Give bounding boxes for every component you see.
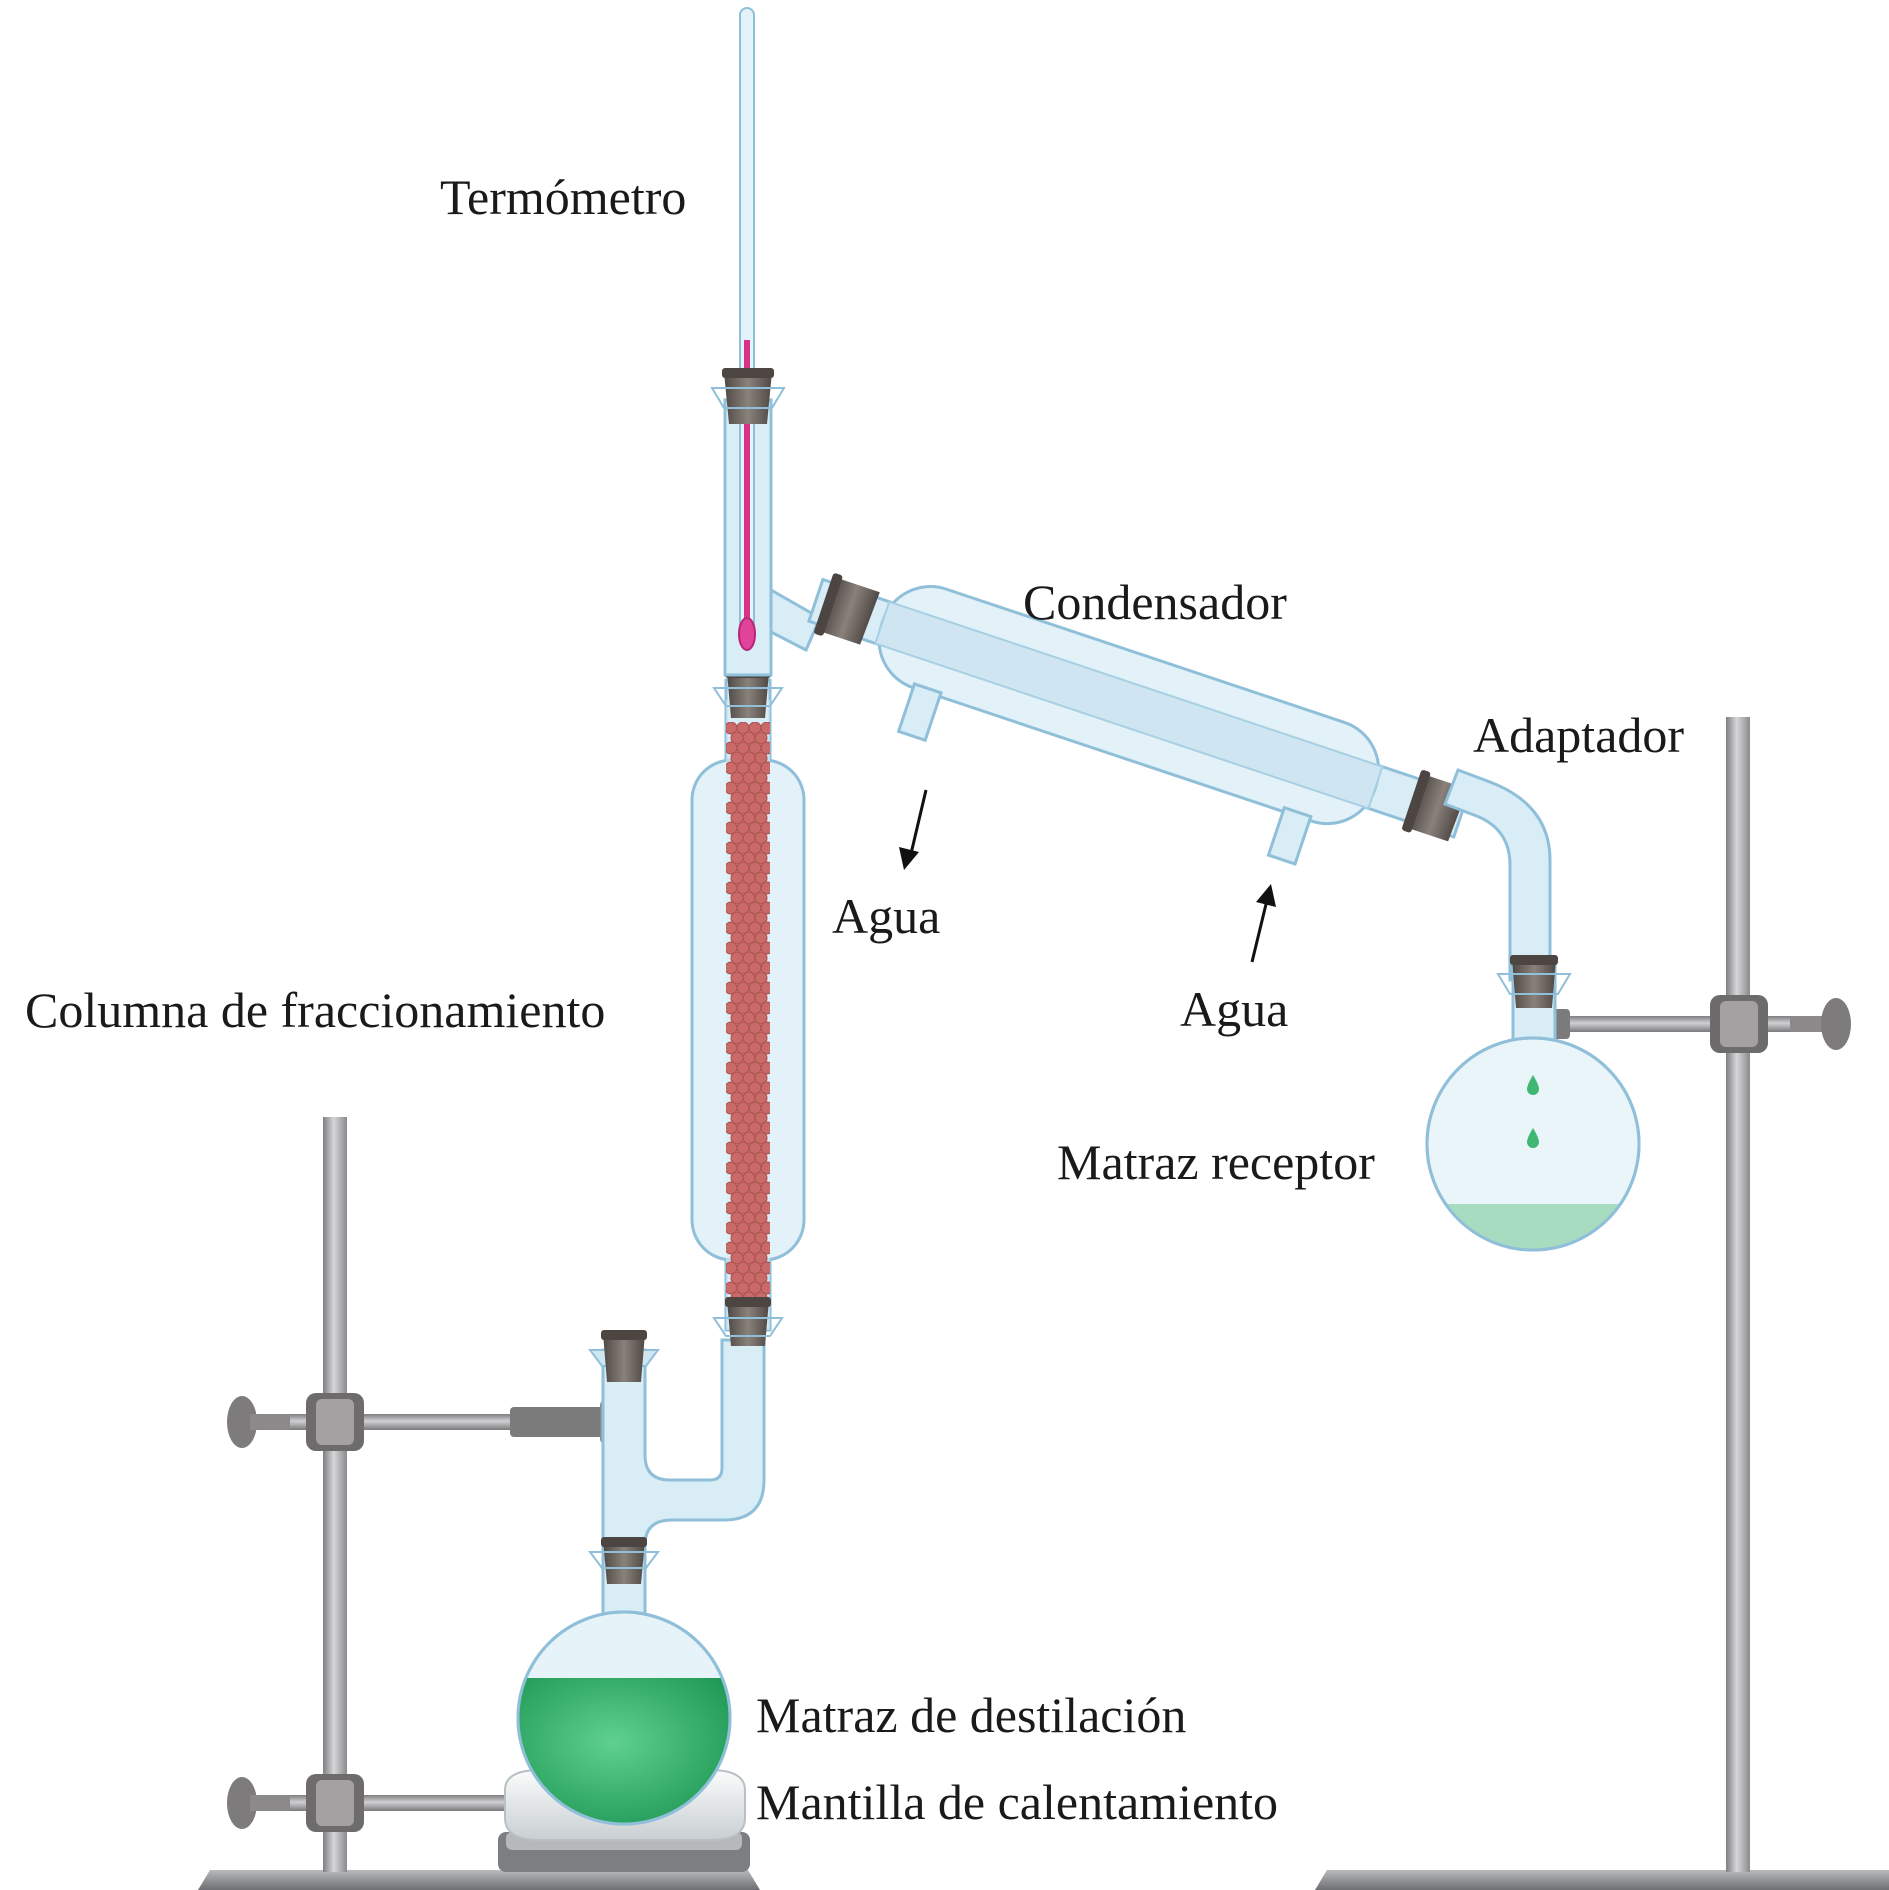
droplet xyxy=(1527,1128,1539,1148)
flask-stopper xyxy=(588,1537,660,1584)
packing-bead xyxy=(760,881,770,895)
packing-bead xyxy=(754,1131,768,1145)
packing-bead xyxy=(760,801,770,815)
packing-bead xyxy=(760,1261,770,1275)
upper-left-clamp xyxy=(227,1393,636,1451)
adapter-label: Adaptador xyxy=(1473,707,1685,763)
packing-bead xyxy=(760,1141,770,1155)
adapter xyxy=(1443,768,1552,982)
packing-bead xyxy=(754,851,768,865)
right-base-plate xyxy=(1315,1870,1889,1890)
packing-bead xyxy=(760,921,770,935)
packing-bead xyxy=(754,1191,768,1205)
packing-bead xyxy=(760,1061,770,1075)
packing-bead xyxy=(760,1001,770,1015)
right-support-rod xyxy=(1726,717,1750,1872)
water-in-label: Agua xyxy=(1180,981,1289,1037)
packing-bead xyxy=(754,991,768,1005)
packing-bead xyxy=(760,1101,770,1115)
packing-bead xyxy=(760,1041,770,1055)
packing-bead xyxy=(754,871,768,885)
condenser-label: Condensador xyxy=(1023,574,1287,630)
packing-bead xyxy=(760,901,770,915)
packing-bead xyxy=(754,1211,768,1225)
packing-bead xyxy=(760,1241,770,1255)
packing-bead xyxy=(760,961,770,975)
column-packing xyxy=(726,722,770,1302)
receiving-flask-label: Matraz receptor xyxy=(1057,1134,1375,1190)
packing-bead xyxy=(754,731,768,745)
packing-bead xyxy=(754,1091,768,1105)
packing-bead xyxy=(754,1251,768,1265)
packing-bead xyxy=(760,741,770,755)
packing-bead xyxy=(754,771,768,785)
heating-mantle-label: Mantilla de calentamiento xyxy=(756,1774,1279,1830)
water-in-arrow xyxy=(1250,884,1276,963)
lower-left-clamp xyxy=(227,1774,510,1832)
packing-bead xyxy=(754,1171,768,1185)
side-arm-stopper xyxy=(601,1330,647,1382)
packing-bead xyxy=(754,971,768,985)
left-base-plate xyxy=(198,1870,760,1890)
packing-bead xyxy=(754,1071,768,1085)
packing-bead xyxy=(754,751,768,765)
distillation-flask-label: Matraz de destilación xyxy=(756,1687,1187,1743)
packing-bead xyxy=(760,861,770,875)
packing-bead xyxy=(754,1011,768,1025)
packing-bead xyxy=(754,1051,768,1065)
fractionating-column xyxy=(690,678,806,1332)
condenser xyxy=(807,573,1470,866)
column-bottom-stopper xyxy=(712,1297,784,1346)
packing-bead xyxy=(760,722,770,735)
water-out-label: Agua xyxy=(832,888,941,944)
fractionating-column-label: Columna de fraccionamiento xyxy=(25,982,606,1038)
thermometer-stopper xyxy=(710,368,786,424)
packing-bead xyxy=(760,1181,770,1195)
thermometer xyxy=(738,7,756,651)
packing-bead xyxy=(760,1121,770,1135)
packing-bead xyxy=(760,761,770,775)
packing-bead xyxy=(760,841,770,855)
packing-bead xyxy=(760,1201,770,1215)
receiving-flask-stopper xyxy=(1496,955,1572,1008)
packing-bead xyxy=(754,951,768,965)
left-support-rod xyxy=(323,1117,347,1872)
packing-bead xyxy=(754,931,768,945)
packing-bead xyxy=(760,981,770,995)
packing-bead xyxy=(754,1111,768,1125)
packing-bead xyxy=(754,811,768,825)
packing-bead xyxy=(754,1031,768,1045)
packing-bead xyxy=(760,1281,770,1295)
packing-bead xyxy=(760,1221,770,1235)
thermometer-label: Termómetro xyxy=(440,169,687,225)
packing-bead xyxy=(760,941,770,955)
packing-bead xyxy=(754,831,768,845)
packing-bead xyxy=(760,1161,770,1175)
packing-bead xyxy=(754,1231,768,1245)
packing-bead xyxy=(754,911,768,925)
packing-bead xyxy=(760,781,770,795)
droplet xyxy=(1527,1075,1539,1095)
packing-bead xyxy=(760,1081,770,1095)
packing-bead xyxy=(754,1151,768,1165)
packing-bead xyxy=(754,1271,768,1285)
packing-bead xyxy=(760,1021,770,1035)
packing-bead xyxy=(754,791,768,805)
water-out-arrow xyxy=(899,789,928,870)
packing-bead xyxy=(760,821,770,835)
packing-bead xyxy=(754,891,768,905)
